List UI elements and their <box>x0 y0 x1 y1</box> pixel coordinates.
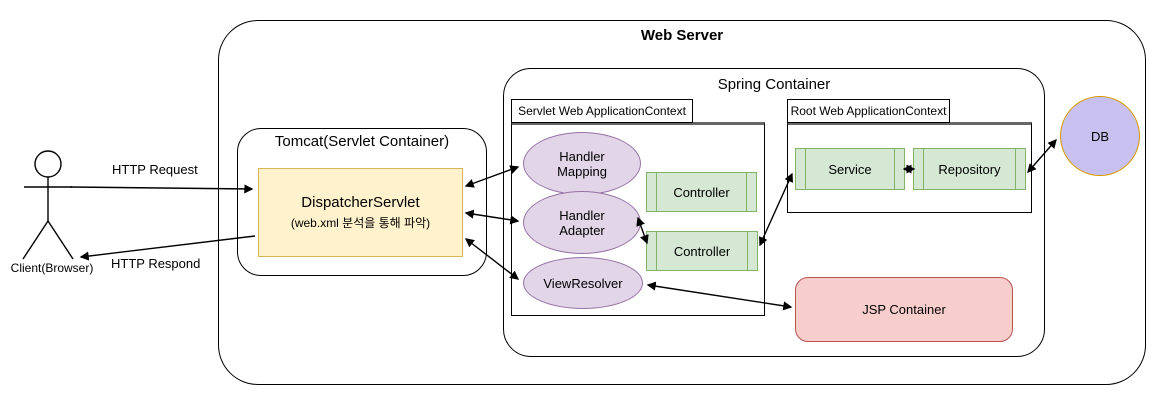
client-label: Client(Browser) <box>10 261 94 275</box>
client-actor-icon <box>22 150 74 260</box>
handler-adapter-node: Handler Adapter <box>523 191 641 254</box>
db-label: DB <box>1090 128 1110 144</box>
dispatcher-servlet-subtitle: (web.xml 분석을 통해 파악) <box>290 216 431 230</box>
controller-2-node: Controller <box>646 231 758 271</box>
http-request-label: HTTP Request <box>112 162 198 177</box>
db-node: DB <box>1060 96 1140 176</box>
repository-label: Repository <box>938 161 1001 177</box>
controller-1-node: Controller <box>646 172 757 212</box>
web-server-container <box>218 20 1146 385</box>
dispatcher-servlet-box: DispatcherServlet (web.xml 분석을 통해 파악) <box>258 168 463 257</box>
handler-mapping-node: Handler Mapping <box>523 132 641 195</box>
spring-container-title: Spring Container <box>717 76 831 93</box>
tomcat-title: Tomcat(Servlet Container) <box>274 133 450 150</box>
controller-2-label: Controller <box>673 243 731 259</box>
jsp-container-node: JSP Container <box>795 277 1013 342</box>
web-server-title: Web Server <box>640 27 724 44</box>
handler-mapping-label: Handler Mapping <box>557 148 607 179</box>
view-resolver-label: ViewResolver <box>543 275 623 291</box>
service-node: Service <box>795 148 905 190</box>
repository-node: Repository <box>913 148 1026 190</box>
service-label: Service <box>828 161 872 177</box>
root-context-label: Root Web ApplicationContext <box>787 99 950 123</box>
servlet-context-label: Servlet Web ApplicationContext <box>511 99 693 123</box>
handler-adapter-label: Handler Adapter <box>559 207 605 238</box>
dispatcher-servlet-title: DispatcherServlet <box>301 194 420 211</box>
jsp-container-label: JSP Container <box>862 302 946 317</box>
tomcat-container <box>237 128 487 276</box>
http-respond-label: HTTP Respond <box>111 256 201 271</box>
view-resolver-node: ViewResolver <box>523 257 643 309</box>
controller-1-label: Controller <box>673 184 730 200</box>
